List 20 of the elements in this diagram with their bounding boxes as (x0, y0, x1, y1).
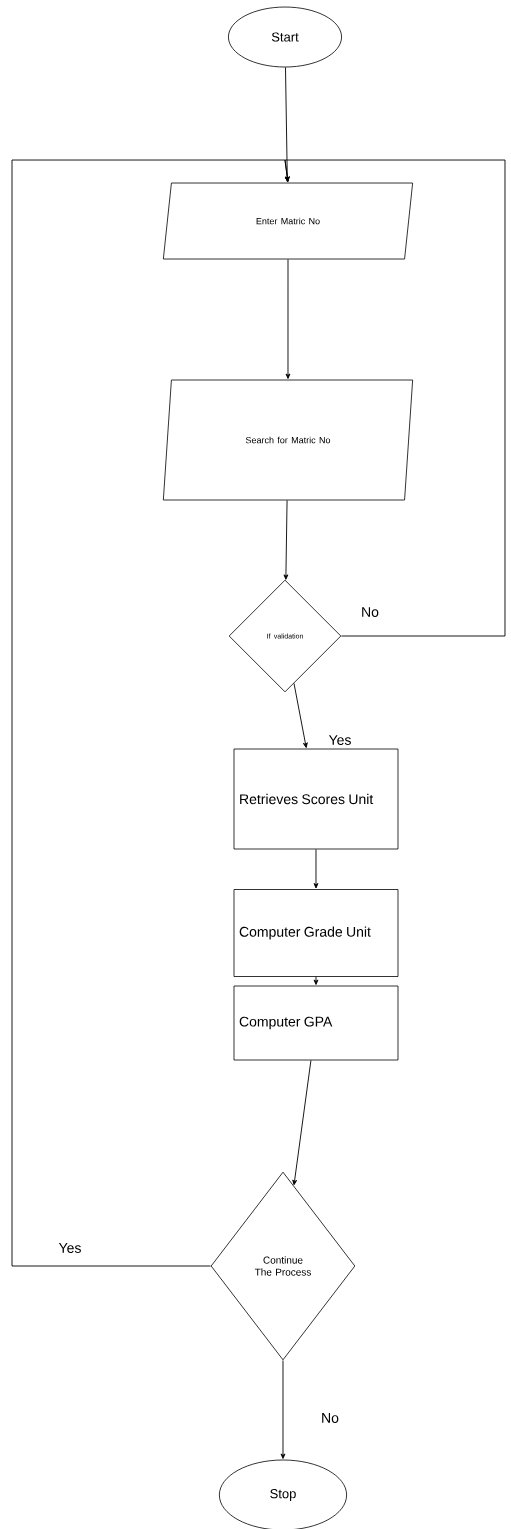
arrow (293, 682, 308, 748)
terminal-oval: Start (228, 6, 342, 68)
arrow (11, 159, 290, 1267)
arrow (313, 976, 319, 985)
arrow (284, 66, 290, 182)
arrow (284, 159, 506, 637)
edge-label: Yes (326, 733, 354, 747)
edge-label: Yes (56, 1241, 84, 1255)
input-parallelogram: Enter Matric No (162, 182, 414, 260)
edge-label: No (319, 1411, 341, 1425)
arrow (283, 499, 289, 580)
arrow (313, 848, 319, 889)
arrow (292, 1059, 312, 1186)
process-box: Computer GPA (233, 985, 399, 1061)
edge-label: No (359, 605, 381, 619)
arrow (285, 258, 291, 379)
input-parallelogram: Search for Matric No (162, 379, 414, 501)
process-box: Computer Grade Unit (233, 889, 399, 977)
process-box: Retrieves Scores Unit (233, 748, 399, 850)
arrow (280, 1359, 286, 1459)
